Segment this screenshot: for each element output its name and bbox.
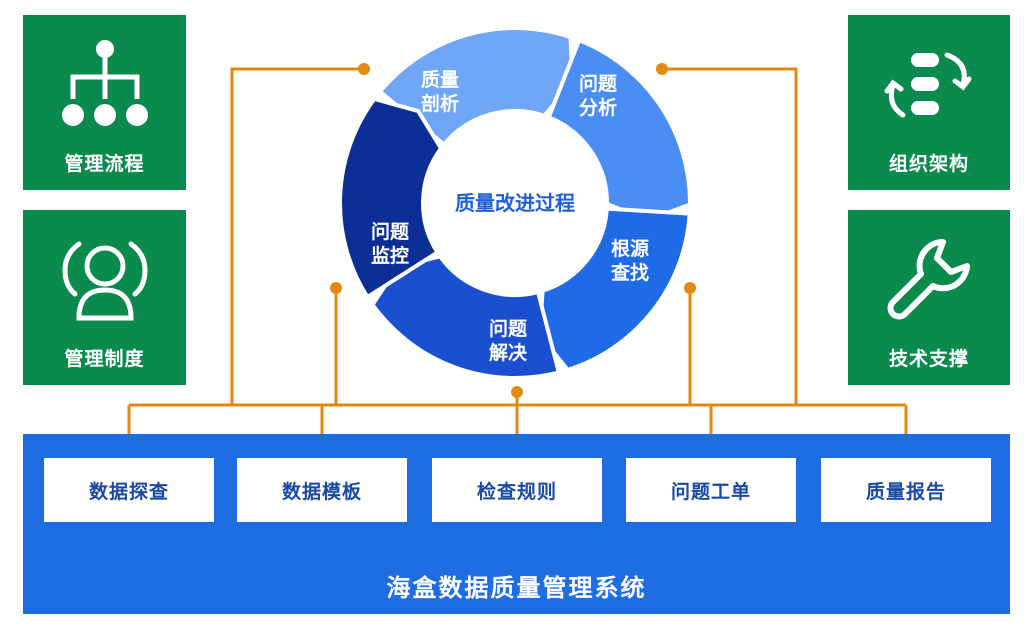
cycle-stage-label-line2: 解决 [489,341,528,364]
cycle-stage-label: 问题分析 [579,73,617,119]
cycle-icon [848,37,1010,133]
cycle-ring [338,26,692,380]
cycle-stage-label-line1: 问题 [371,221,409,243]
cycle-stage-label: 质量剖析 [421,69,459,115]
tile-management-system: 管理制度 [23,210,186,385]
connector-right-top [662,67,798,405]
module-issue-tickets[interactable]: 问题工单 [626,458,796,522]
module-data-profiling[interactable]: 数据探查 [44,458,214,522]
cycle-stage-label-line1: 问题 [489,318,527,340]
system-title: 海盒数据质量管理系统 [386,574,647,602]
cycle-stage-segment [546,37,692,223]
users-icon [23,232,186,328]
cycle-stage-label-line1: 根源 [611,237,649,260]
cycle-stage-label-line1: 质量 [421,69,459,91]
connector-dot [358,63,370,75]
cycle-stage-label: 根源查找 [610,237,649,284]
connector-dot [656,63,668,75]
cycle-stage-segment [377,26,575,148]
cycle-center-circle [427,115,603,291]
cycle-stage-label: 问题监控 [371,221,409,267]
cycle-stage-label-line1: 问题 [579,73,617,95]
tile-label: 技术支撑 [888,348,969,370]
cycle-stage-label-line2: 查找 [610,261,649,284]
cycle-stage-segment [537,206,692,373]
wrench-icon [848,232,1010,328]
tile-management-process: 管理流程 [23,15,186,190]
cycle-stage-segment [370,254,562,380]
tile-tech-support: 技术支撑 [848,210,1010,385]
cycle-stage-label-line2: 剖析 [421,92,459,115]
tile-label: 组织架构 [888,153,969,175]
connector-lines [127,67,908,458]
connector-dot [330,282,342,294]
cycle-stage-label-line2: 分析 [579,96,617,119]
module-data-template[interactable]: 数据模板 [237,458,407,522]
cycle-center-label: 质量改进过程 [455,191,575,215]
connector-dot [511,386,523,398]
system-base-panel: 数据探查 数据模板 检查规则 问题工单 质量报告 海盒数据质量管理系统 [23,434,1010,614]
tile-label: 管理制度 [64,348,145,370]
cycle-stage-label: 问题解决 [489,318,528,364]
tile-label: 管理流程 [64,153,145,175]
module-quality-report[interactable]: 质量报告 [821,458,991,522]
module-check-rules[interactable]: 检查规则 [432,458,602,522]
connector-left-top [230,67,364,405]
connector-dot [684,282,696,294]
tile-organization: 组织架构 [848,15,1010,190]
cycle-stage-segment [338,96,444,300]
connector-dots [330,63,696,398]
hierarchy-icon [23,37,186,133]
cycle-stage-label-line2: 监控 [371,244,409,267]
